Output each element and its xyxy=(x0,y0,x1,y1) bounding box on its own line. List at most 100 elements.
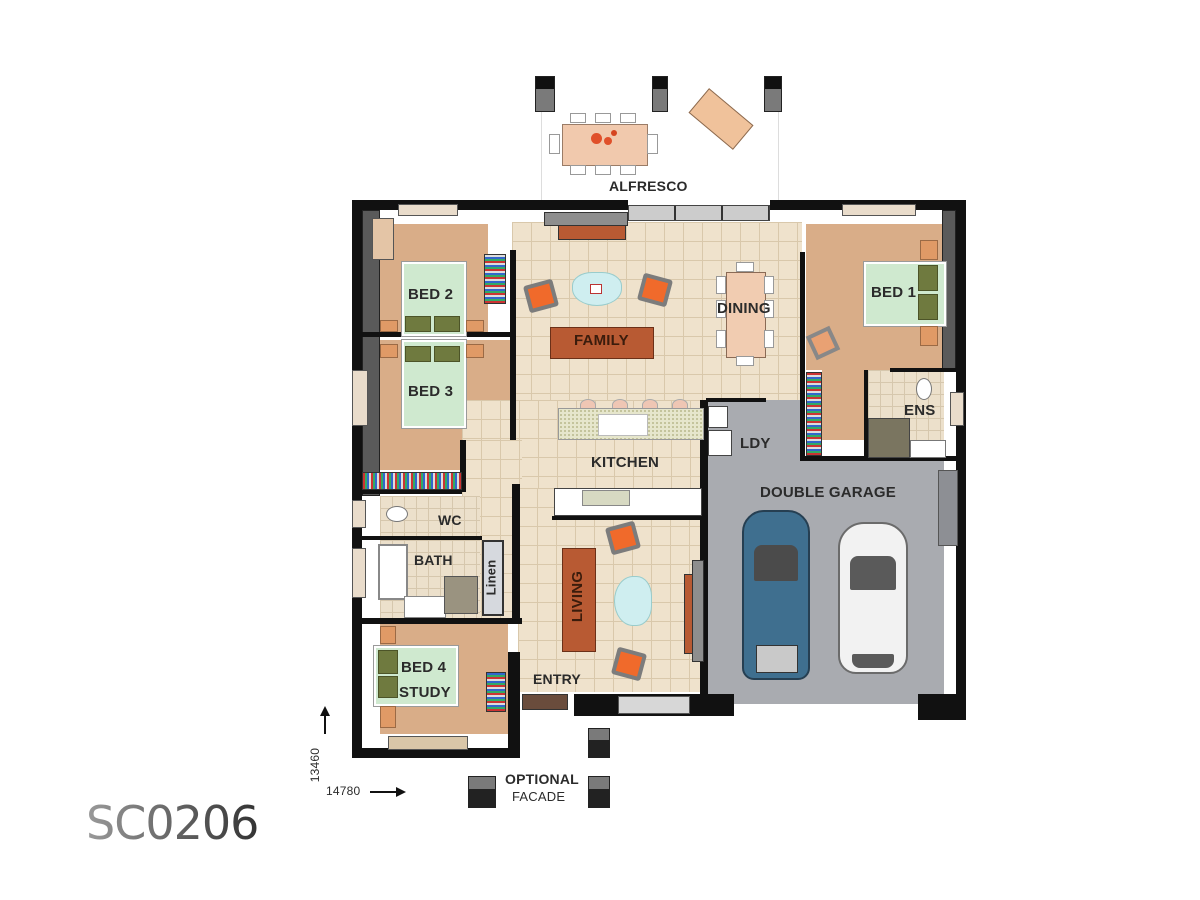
room-label-bed2: BED 2 xyxy=(408,286,454,303)
room-label-bed1: BED 1 xyxy=(871,284,917,301)
bed4-robe xyxy=(486,672,506,712)
facade-pillar xyxy=(588,728,610,758)
dining-chair xyxy=(764,276,774,294)
dining-chair xyxy=(716,330,726,348)
wall-north-center xyxy=(452,200,628,210)
living-sofa xyxy=(562,548,596,652)
wall-east xyxy=(956,200,966,720)
bed3-pillow xyxy=(434,346,460,362)
outdoor-chair xyxy=(549,134,560,154)
ens-shower xyxy=(868,418,910,458)
depth-dimension-label: 13460 xyxy=(308,747,323,783)
wall-west xyxy=(352,200,362,756)
width-dimension-label: 14780 xyxy=(326,784,361,798)
bed4-bedside xyxy=(380,626,396,644)
bed4-pillow xyxy=(378,676,398,698)
room-label-double-garage: DOUBLE GARAGE xyxy=(760,484,896,501)
tv-unit xyxy=(558,224,626,240)
wall-wc-bath xyxy=(362,536,482,540)
wall-south-entry xyxy=(508,652,520,758)
wc-toilet-icon xyxy=(386,506,408,522)
facade-pillar xyxy=(468,776,496,808)
bed4-pillow xyxy=(378,650,398,674)
laundry-bench xyxy=(708,430,732,456)
window-bed2 xyxy=(398,204,458,216)
window-bath xyxy=(352,548,366,598)
living-coffee-table xyxy=(614,576,652,626)
wall-south-bed4 xyxy=(352,748,520,758)
outdoor-chair xyxy=(620,165,636,175)
dining-chair xyxy=(736,262,754,272)
bath-vanity xyxy=(404,596,446,618)
white-car-rear-window xyxy=(852,654,894,668)
bed2-dresser xyxy=(372,218,394,260)
bed2-pillow xyxy=(405,316,431,332)
bed1-robe-area xyxy=(822,370,866,440)
living-wall-niche xyxy=(692,560,704,662)
island-sink-icon xyxy=(598,414,648,436)
wall-bath-bed4 xyxy=(362,618,522,624)
table-decor-icon xyxy=(591,133,602,144)
bed4-bedside xyxy=(380,706,396,728)
bed3-pillow xyxy=(405,346,431,362)
width-arrow-line xyxy=(370,791,396,793)
room-label-kitchen: KITCHEN xyxy=(591,454,660,471)
outdoor-chair xyxy=(595,165,611,175)
bed1-bedside xyxy=(920,326,938,346)
bed3-bedside xyxy=(380,344,398,358)
sliding-doors-alfresco xyxy=(628,205,770,221)
alfresco-pillar-left xyxy=(535,76,555,112)
depth-arrow-line xyxy=(324,714,326,734)
plan-code: SC0206 xyxy=(86,796,259,850)
window-garage-side xyxy=(938,470,958,546)
alfresco-pillar-middle xyxy=(652,76,668,112)
window-ens xyxy=(950,392,964,426)
white-car-icon xyxy=(838,522,908,674)
facade-pillar xyxy=(588,776,610,808)
family-dining-floor xyxy=(512,222,802,402)
wall-garage-west xyxy=(700,400,708,716)
outdoor-chair xyxy=(595,113,611,123)
front-door xyxy=(522,694,568,710)
wall-ldy-north xyxy=(706,398,766,402)
wall-bed3-hall xyxy=(460,440,466,492)
dining-chair xyxy=(716,300,726,318)
outdoor-chair xyxy=(620,113,636,123)
wall-kitchen-bench-line xyxy=(552,516,702,520)
dining-chair xyxy=(736,356,754,366)
wall-bed1-south xyxy=(800,456,960,461)
bed3-robe xyxy=(362,472,462,490)
outdoor-chair xyxy=(647,134,658,154)
bed2-bedside xyxy=(380,320,398,332)
room-label-ldy: LDY xyxy=(740,435,771,452)
blue-car-rear-window xyxy=(756,645,798,673)
linen-cupboard xyxy=(482,540,504,616)
coffee-table-decor-icon xyxy=(590,284,602,294)
window-wc xyxy=(352,500,366,528)
wall-bed3-south xyxy=(362,490,462,494)
alfresco-pillar-right xyxy=(764,76,782,112)
wall-ens-north xyxy=(890,368,956,372)
bed2-pillow xyxy=(434,316,460,332)
room-label-linen: Linen xyxy=(483,559,499,596)
room-label-wc: WC xyxy=(438,512,462,528)
dining-chair xyxy=(764,300,774,318)
wall-ens-west xyxy=(864,370,868,458)
room-label-alfresco: ALFRESCO xyxy=(609,178,688,194)
bed1-bedside xyxy=(920,240,938,260)
cooktop-icon xyxy=(582,490,630,506)
room-label-family: FAMILY xyxy=(574,332,629,349)
room-label-bed3: BED 3 xyxy=(408,383,454,400)
outdoor-dining-table xyxy=(562,124,648,166)
bed3-bedside xyxy=(466,344,484,358)
wall-hall-east xyxy=(512,484,520,620)
facade-label-line2: FACADE xyxy=(512,789,566,804)
room-label-dining: DINING xyxy=(717,300,771,317)
bath-shower xyxy=(444,576,478,614)
table-decor-icon xyxy=(604,137,612,145)
wall-bed1-west xyxy=(800,252,805,460)
wall-garage-south-right xyxy=(918,694,966,720)
window-bed1 xyxy=(842,204,916,216)
bed1-robe xyxy=(806,372,822,456)
outdoor-chair xyxy=(570,165,586,175)
